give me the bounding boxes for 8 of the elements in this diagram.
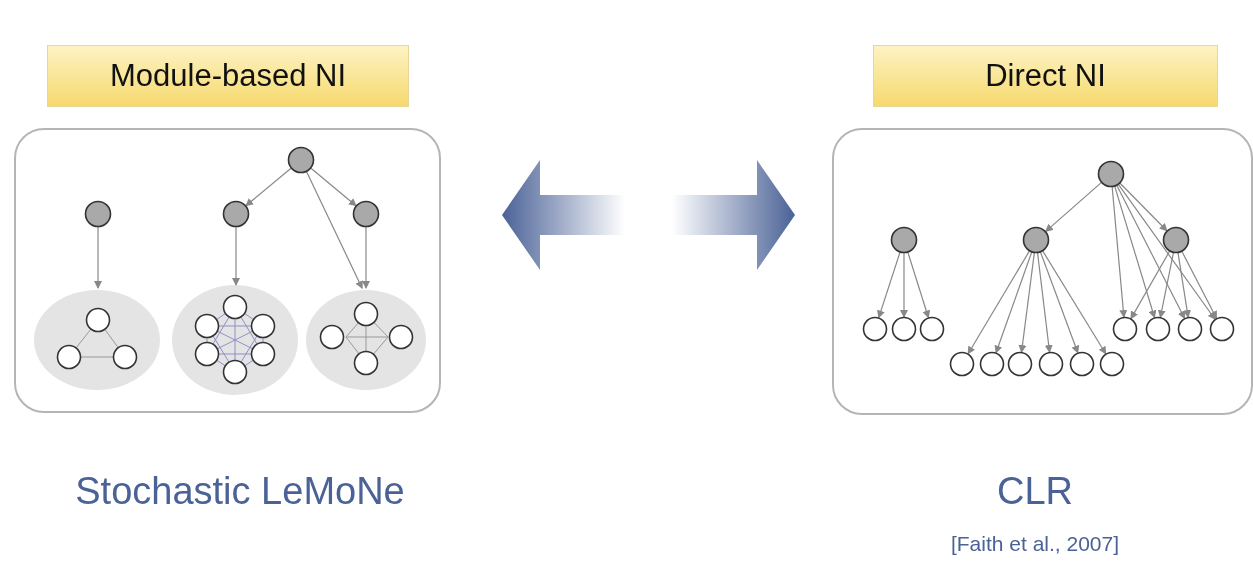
method-label: Stochastic LeMoNe	[74, 470, 406, 513]
heading-box	[873, 45, 1218, 107]
double-arrow	[502, 160, 795, 270]
method-label: CLR	[996, 470, 1074, 513]
heading-box	[47, 45, 409, 107]
heading-text: Direct NI	[985, 58, 1106, 94]
heading-text: Module-based NI	[109, 58, 347, 94]
citation-text: [Faith et al., 2007]	[949, 532, 1121, 556]
